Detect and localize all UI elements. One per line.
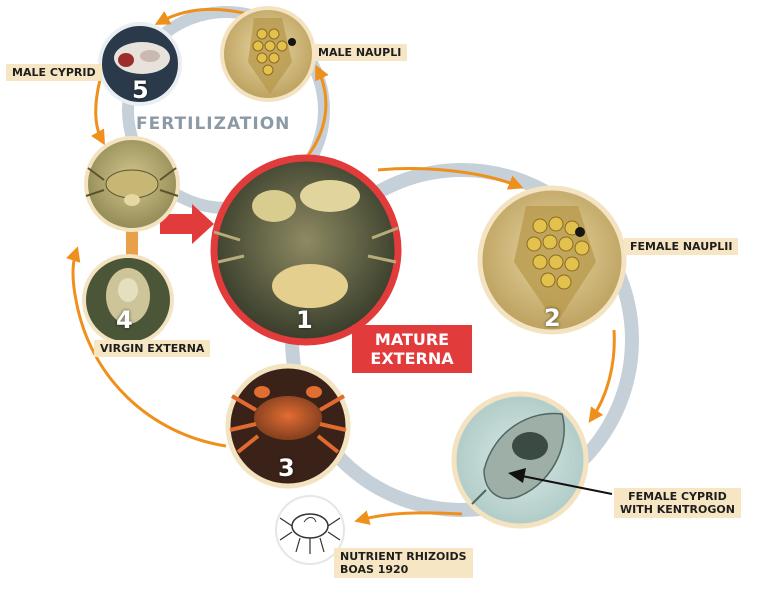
female-nauplii-image (477, 185, 627, 335)
arrow-female-nauplii-to-cyprid (588, 329, 616, 423)
red-arrow-to-mature (160, 204, 214, 244)
stage-number-1: 1 (296, 306, 313, 334)
arrow-male-cyprid-to-virgin (91, 79, 105, 146)
mature-externa-line-2: EXTERNA (370, 349, 454, 368)
virgin-up-arrow-shaft (126, 226, 138, 260)
nutrient-rhizoids-drawing (275, 495, 345, 565)
infected-crab-image (225, 363, 351, 489)
mature-externa-image (210, 154, 402, 346)
arrow-mature-to-female-nauplii (377, 167, 524, 190)
nutrient-rhizoids-label: NUTRIENT RHIZOIDS BOAS 1920 (334, 548, 473, 578)
female-cyprid-image (451, 391, 589, 529)
male-cyprid-label: MALE CYPRID (6, 64, 102, 81)
male-cyprid-image (98, 22, 182, 106)
arrow-crab-to-virgin (66, 246, 227, 448)
nutrient-rhizoids-line-2: BOAS 1920 (340, 563, 409, 576)
arrow-male-naupli-to-male-cyprid (154, 7, 249, 25)
arrow-into-male-naupli (304, 64, 329, 159)
virgin-externa-label: VIRGIN EXTERNA (94, 340, 211, 357)
mature-externa-label: MATURE EXTERNA (352, 325, 472, 373)
male-naupli-label: MALE NAUPLI (312, 44, 408, 61)
stage-number-5: 5 (132, 76, 149, 104)
stage-number-3: 3 (278, 454, 295, 482)
male-naupli-image (220, 6, 316, 102)
stage-number-4: 4 (116, 306, 133, 334)
female-nauplii-label: FEMALE NAUPLII (624, 238, 739, 255)
stage-number-2: 2 (544, 304, 561, 332)
fertilization-title: FERTILIZATION (136, 114, 291, 134)
mature-externa-line-1: MATURE (374, 330, 450, 349)
kentrogon-pointer-line (521, 475, 613, 495)
fertilized-crab-image (84, 136, 180, 232)
female-cyprid-line-1: FEMALE CYPRID (628, 490, 727, 503)
kentrogon-pointer-head (508, 468, 526, 483)
female-cyprid-line-2: WITH KENTROGON (620, 503, 735, 516)
arrow-cyprid-to-crab (354, 510, 463, 525)
nutrient-rhizoids-line-1: NUTRIENT RHIZOIDS (340, 550, 467, 563)
female-cyprid-label: FEMALE CYPRID WITH KENTROGON (614, 488, 741, 518)
